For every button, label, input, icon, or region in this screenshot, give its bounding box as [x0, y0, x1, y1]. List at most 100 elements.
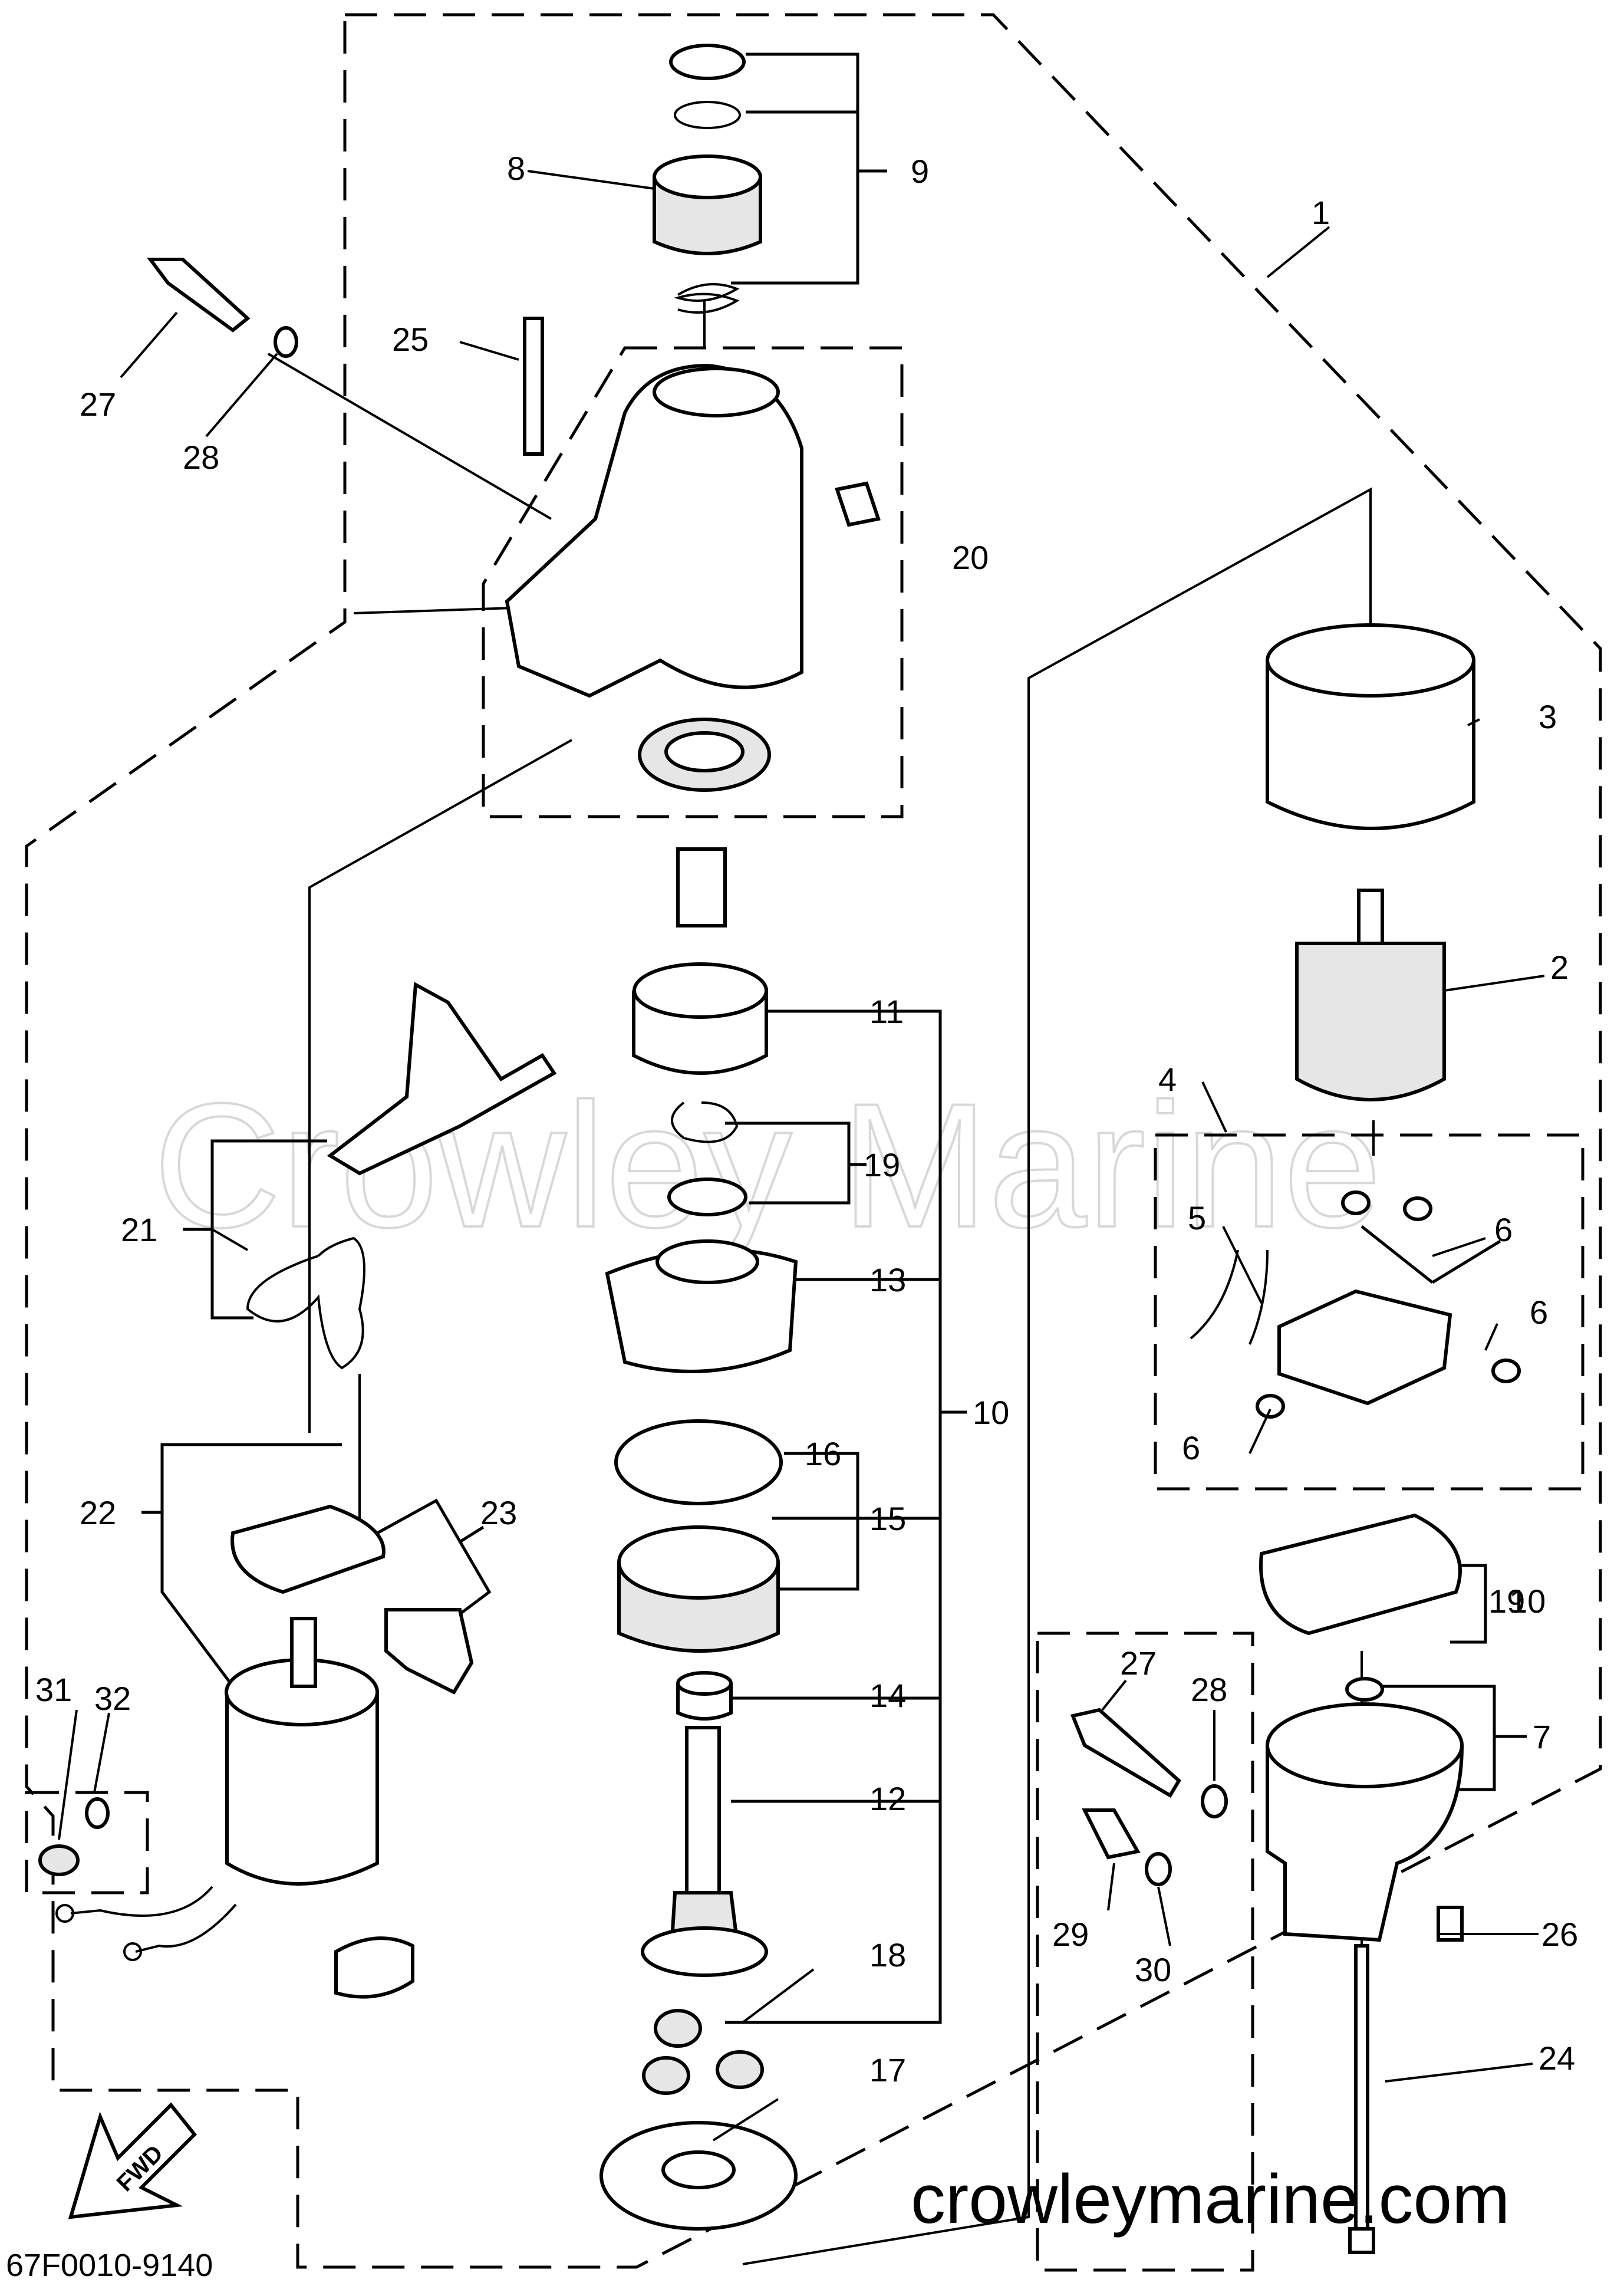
assembly-1-outline: [25, 13, 1602, 2269]
part-22-solenoid-body: [225, 1692, 379, 1886]
part-23-rubber-mount: [384, 1608, 474, 1695]
part-27-bolt-right: [1070, 1708, 1181, 1798]
bracket-23: [376, 1498, 492, 1620]
callout-1: 1: [1312, 194, 1330, 231]
callout-13: 13: [869, 1261, 906, 1298]
bracket-6: [1361, 1225, 1501, 1284]
part-31-nut: [38, 1844, 80, 1876]
bracket-9: [731, 52, 887, 285]
callout-25: 25: [392, 321, 429, 358]
part-28-washer-right: [1201, 1784, 1228, 1818]
callout-26: 26: [1541, 1916, 1578, 1953]
callout-28a: 28: [183, 439, 219, 476]
part-12-drive-shaft: [685, 1726, 721, 1894]
fwd-arrow-icon: FWD: [68, 2102, 197, 2219]
callout-28b: 28: [1191, 1671, 1227, 1708]
part-18-planet-gear-c: [716, 2050, 764, 2089]
callout-30: 30: [1135, 1951, 1171, 1988]
part-20-bushing: [835, 481, 881, 527]
callout-14: 14: [869, 1677, 906, 1714]
part-7-rear-cover: [1266, 1745, 1464, 1942]
callout-23: 23: [480, 1494, 517, 1531]
part-27-bolt-top: [147, 258, 251, 333]
assembly-20-outline: [482, 346, 904, 818]
part-20-bearing-inner: [664, 731, 745, 772]
callout-6c: 6: [1182, 1429, 1200, 1466]
assembly-31-32-outline: [25, 1791, 149, 1894]
bracket-19: [725, 1121, 867, 1205]
leader-lines: [268, 301, 1373, 2286]
part-26-screw: [1437, 1906, 1464, 1942]
callout-27a: 27: [80, 386, 116, 423]
part-13-carrier-hub: [655, 1239, 759, 1284]
part-8-pinion-top: [653, 154, 762, 199]
callout-11: 11: [869, 993, 904, 1030]
callout-27b: 27: [1120, 1644, 1157, 1682]
part-22-terminal-b: [123, 1942, 142, 1961]
part-20-bore: [653, 367, 780, 417]
callout-12: 12: [869, 1780, 906, 1817]
part-25-bolt: [523, 317, 544, 456]
part-12-flange: [641, 1926, 768, 1977]
diagram-code: 67F0010-9140: [6, 2248, 213, 2283]
part-9-clip: [674, 101, 741, 129]
callout-6a: 6: [1494, 1211, 1513, 1248]
callout-5: 5: [1188, 1199, 1206, 1236]
part-6-spring-c: [1491, 1359, 1521, 1383]
part-bearing-small: [1345, 1677, 1384, 1702]
callout-32: 32: [94, 1680, 131, 1717]
part-17-plate-hole: [661, 2150, 736, 2189]
bracket-22: [141, 1443, 342, 1688]
part-9-collar: [669, 44, 746, 80]
part-21-spring: [246, 1236, 365, 1370]
part-22-plate: [230, 1504, 386, 1594]
part-28-washer-top: [274, 326, 298, 358]
callout-19b: 19: [1488, 1583, 1525, 1620]
callout-21: 21: [121, 1211, 157, 1248]
part-18-planet-gear-b: [642, 2056, 690, 2095]
part-22-plunger: [290, 1617, 317, 1688]
part-16-ring: [614, 1419, 783, 1505]
part-3-yoke-top: [1266, 623, 1475, 698]
part-11-clutch-top: [633, 962, 768, 1019]
part-19-plate-right: [1259, 1513, 1462, 1636]
part-3-yoke: [1266, 660, 1475, 830]
callout-22: 22: [80, 1494, 116, 1531]
part-6-spring-a: [1341, 1190, 1371, 1215]
part-22-cap: [334, 1936, 414, 1999]
callout-19a: 19: [864, 1146, 900, 1183]
callout-17: 17: [869, 2051, 906, 2088]
callout-15: 15: [869, 1500, 906, 1537]
callout-16: 16: [805, 1435, 841, 1472]
callout-20: 20: [952, 539, 989, 576]
part-2-armature: [1295, 942, 1446, 1101]
callout-9: 9: [911, 153, 929, 190]
part-2-shaft: [1357, 889, 1384, 945]
callout-3: 3: [1539, 698, 1557, 735]
bracket-7: [1373, 1685, 1527, 1791]
callout-leaders: [58, 170, 1545, 2142]
part-9-spring: [674, 283, 740, 314]
bracket-16-15: [778, 1452, 890, 1591]
website-text: crowleymarine.com: [911, 2160, 1510, 2238]
part-11-shaft: [676, 847, 727, 927]
part-19-clip: [671, 1101, 739, 1143]
bracket-19-10-right: [1450, 1564, 1487, 1644]
callout-10b: 10: [1509, 1583, 1546, 1620]
part-6-spring-b: [1403, 1196, 1432, 1221]
assembly-27-30-outline: [1036, 1632, 1254, 2272]
part-30-washer: [1145, 1852, 1172, 1886]
callout-24: 24: [1539, 2040, 1575, 2077]
part-7-rear-cover-top: [1266, 1702, 1464, 1788]
part-19-washer: [667, 1177, 747, 1216]
part-5-brush-lead: [1190, 1249, 1269, 1345]
part-22-wires: [70, 1886, 237, 1953]
callout-2: 2: [1550, 949, 1569, 986]
part-18-planet-gear-a: [654, 2009, 702, 2048]
callout-8: 8: [507, 150, 525, 187]
part-4-brush-holder: [1277, 1289, 1452, 1406]
part-32-washer: [85, 1797, 110, 1829]
callout-10a: 10: [973, 1394, 1009, 1431]
callout-31: 31: [35, 1671, 72, 1708]
